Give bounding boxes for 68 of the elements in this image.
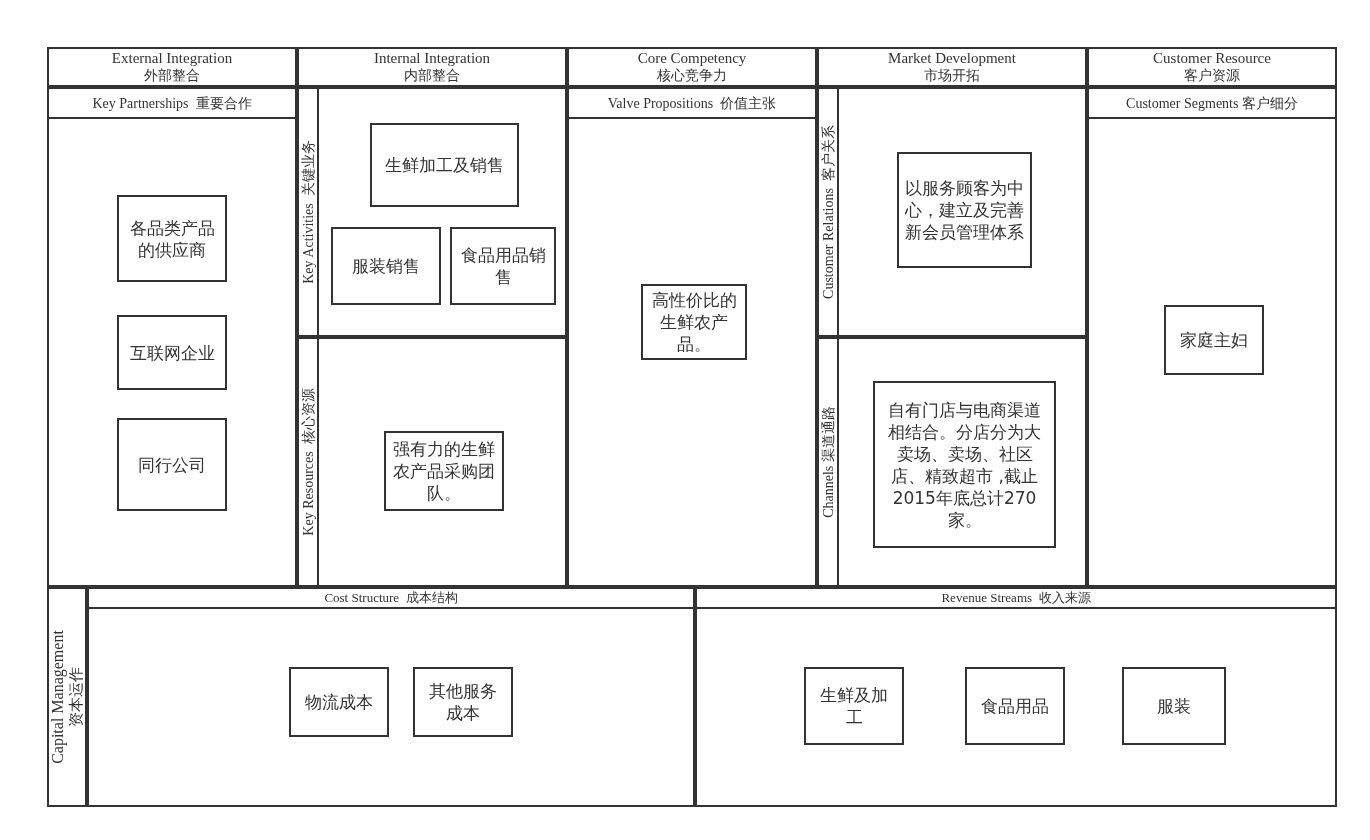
section-panel [1087,87,1337,587]
section-panel [87,587,695,807]
box-text: 生鲜及加工 [819,684,889,728]
content-box [289,667,389,737]
section-panel [297,87,567,337]
box-text: 互联网企业 [129,341,215,364]
content-box [1122,667,1226,745]
header-title: Customer Resource [1153,50,1271,67]
section-panel [297,337,567,587]
box-text: 高性价比的生鲜农产品。 [650,289,738,355]
content-box [1164,305,1264,375]
content-box [117,195,227,282]
content-box [384,431,504,511]
header-cell [47,47,297,87]
content-box [117,418,227,511]
header-cell [1087,47,1337,87]
header-title: Market Development [888,50,1016,67]
content-box [370,123,519,207]
content-box [331,227,441,305]
side-header-title: Capital Management [49,630,67,764]
content-box [873,381,1056,548]
box-text: 服装销售 [352,255,420,277]
box-text: 各品类产品的供应商 [128,216,216,261]
box-text: 服装 [1157,695,1191,717]
section-panel [817,337,1087,587]
header-title: External Integration [111,50,233,67]
header-subtitle: 内部整合 [404,67,460,84]
section-heading: Customer Relations 客户关系 [821,125,836,299]
header-subtitle: 客户资源 [1184,67,1240,84]
header-cell [817,47,1087,87]
box-text: 其他服务成本 [428,680,498,724]
section-heading: Key Activities 关键业务 [301,140,316,284]
box-text: 物流成本 [305,691,373,713]
box-text: 食品用品 [981,695,1049,717]
content-box [450,227,556,305]
content-box [641,284,747,360]
content-box [804,667,904,745]
section-heading: Customer Segments 客户细分 [1126,94,1298,113]
section-heading: Cost Structure 成本结构 [324,589,458,608]
content-box [117,315,227,390]
section-heading: Key Resources 核心资源 [301,388,316,536]
box-text: 生鲜加工及销售 [385,154,504,176]
header-subtitle: 核心竞争力 [657,67,727,84]
header-subtitle: 外部整合 [144,67,200,84]
section-heading: Revenue Streams 收入来源 [941,589,1091,608]
box-text: 以服务顾客为中心，建立及完善新会员管理体系 [905,177,1024,243]
box-text: 自有门店与电商渠道相结合。分店分为大卖场、卖场、社区店、精致超市 ,截止2015年底总计270家。 [887,398,1042,531]
header-title: Internal Integration [373,50,491,67]
side-header-subtitle: 资本运作 [67,667,85,727]
box-text: 同行公司 [138,453,206,476]
section-panel [567,87,817,587]
header-cell [567,47,817,87]
section-heading: Key Partnerships 重要合作 [92,94,252,113]
section-heading: Channels 渠道通路 [821,406,836,518]
box-text: 家庭主妇 [1180,329,1248,351]
side-header-cell [47,587,87,807]
header-title: Core Competency [637,50,747,67]
content-box [965,667,1065,745]
content-box [897,152,1032,268]
section-panel [817,87,1087,337]
box-text: 强有力的生鲜农产品采购团队。 [392,438,496,504]
box-text: 食品用品销售 [459,244,547,288]
content-box [413,667,513,737]
section-heading: Valve Propositions 价值主张 [607,94,777,113]
header-cell [297,47,567,87]
section-panel [47,87,297,587]
section-panel [695,587,1337,807]
header-subtitle: 市场开拓 [924,67,980,84]
